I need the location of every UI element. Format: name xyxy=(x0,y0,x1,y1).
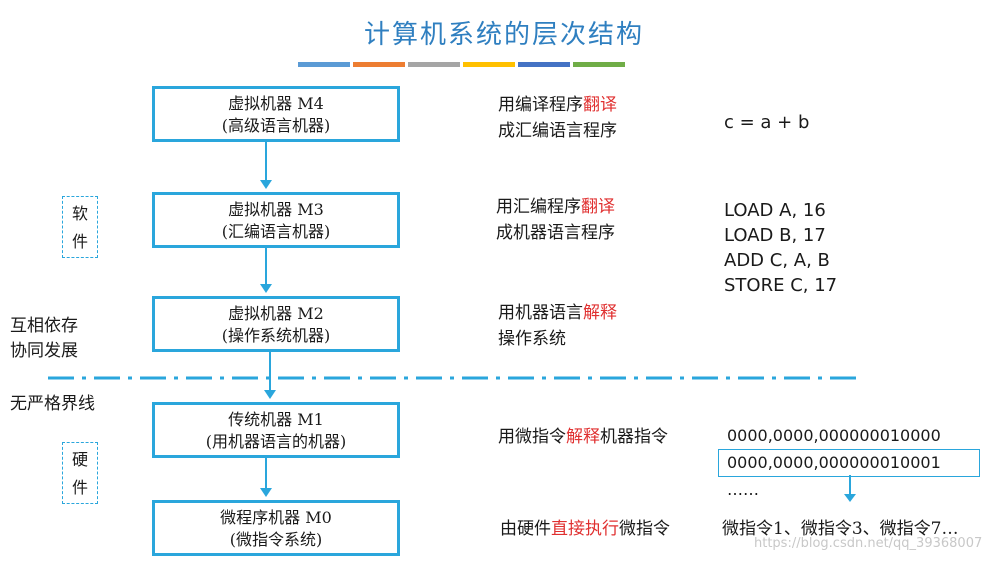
arrow-down-icon xyxy=(264,390,276,399)
color-bar-segment xyxy=(353,62,405,67)
desc-text: 成机器语言程序 xyxy=(496,223,615,243)
connector-arrow-line xyxy=(265,248,267,284)
example-ellipsis: …… xyxy=(727,480,759,499)
level-name: 虚拟机器 M3 xyxy=(228,200,324,219)
arrow-down-icon xyxy=(260,488,272,497)
desc-highlight: 直接执行 xyxy=(551,519,619,539)
desc-text: 由硬件 xyxy=(500,519,551,539)
mutual-label-line: 协同发展 xyxy=(10,341,78,361)
hardware-label-char: 件 xyxy=(71,478,88,497)
example-m0: 微指令1、微指令3、微指令7… xyxy=(722,519,959,539)
desc-highlight: 解释 xyxy=(583,303,617,323)
level-sub: (用机器语言的机器) xyxy=(205,432,347,451)
level-box-m1: 传统机器 M1 (用机器语言的机器) xyxy=(152,402,400,458)
boundary-line xyxy=(48,376,858,380)
example-m3: LOAD A, 16 LOAD B, 17 ADD C, A, B STORE … xyxy=(724,198,837,298)
description-m4: 用编译程序翻译 成汇编语言程序 xyxy=(498,92,617,144)
desc-text: 用编译程序 xyxy=(498,95,583,115)
level-name: 传统机器 M1 xyxy=(228,410,324,429)
example-line: 0000,0000,000000010000 xyxy=(727,426,941,445)
color-bar-segment xyxy=(518,62,570,67)
desc-text: 微指令 xyxy=(619,519,670,539)
example-line: ADD C, A, B xyxy=(724,250,830,271)
example-line: STORE C, 17 xyxy=(724,275,838,296)
example-m1: 0000,0000,000000010000 0000,0000,0000000… xyxy=(718,423,980,503)
software-label-box: 软 件 xyxy=(62,196,98,258)
level-name: 虚拟机器 M4 xyxy=(228,94,324,113)
desc-text: 操作系统 xyxy=(498,329,566,349)
example-line: LOAD B, 17 xyxy=(724,225,826,246)
level-box-m4: 虚拟机器 M4 (高级语言机器) xyxy=(152,86,400,142)
desc-highlight: 翻译 xyxy=(583,95,617,115)
connector-arrow-line xyxy=(265,458,267,488)
desc-text: 用机器语言 xyxy=(498,303,583,323)
example-line: LOAD A, 16 xyxy=(724,200,826,221)
level-box-m3: 虚拟机器 M3 (汇编语言机器) xyxy=(152,192,400,248)
level-box-m0: 微程序机器 M0 (微指令系统) xyxy=(152,500,400,556)
level-sub: (微指令系统) xyxy=(229,530,323,549)
arrow-down-icon xyxy=(844,494,856,502)
description-m0: 由硬件直接执行微指令 xyxy=(500,516,670,542)
desc-text: 机器指令 xyxy=(600,427,668,447)
hardware-label-box: 硬 件 xyxy=(62,442,98,504)
arrow-down-icon xyxy=(260,180,272,189)
level-sub: (操作系统机器) xyxy=(221,326,331,345)
connector-arrow-line xyxy=(265,142,267,180)
highlighted-instruction: 0000,0000,000000010001 xyxy=(718,449,980,477)
desc-highlight: 翻译 xyxy=(581,197,615,217)
desc-text: 用微指令 xyxy=(498,427,566,447)
no-boundary-label: 无严格界线 xyxy=(10,394,95,414)
level-name: 虚拟机器 M2 xyxy=(228,304,324,323)
connector-arrow-line xyxy=(269,352,271,390)
color-bar-segment xyxy=(298,62,350,67)
color-bar-segment xyxy=(408,62,460,67)
color-bar-segment xyxy=(573,62,625,67)
software-label-char: 软 xyxy=(71,204,88,223)
level-name: 微程序机器 M0 xyxy=(220,508,332,527)
watermark: https://blog.csdn.net/qq_39368007 xyxy=(754,536,983,551)
mutual-label-line: 互相依存 xyxy=(10,316,78,336)
desc-text: 用汇编程序 xyxy=(496,197,581,217)
level-sub: (汇编语言机器) xyxy=(221,222,331,241)
level-sub: (高级语言机器) xyxy=(221,116,331,135)
desc-text: 成汇编语言程序 xyxy=(498,121,617,141)
page-title: 计算机系统的层次结构 xyxy=(363,20,644,50)
level-box-m2: 虚拟机器 M2 (操作系统机器) xyxy=(152,296,400,352)
hardware-label-char: 硬 xyxy=(71,450,88,469)
description-m2: 用机器语言解释 操作系统 xyxy=(498,300,617,352)
software-label-char: 件 xyxy=(71,232,88,251)
desc-highlight: 解释 xyxy=(566,427,600,447)
example-m4: c = a + b xyxy=(724,112,810,133)
connector-arrow-line xyxy=(849,475,851,495)
color-bar-segment xyxy=(463,62,515,67)
description-m1: 用微指令解释机器指令 xyxy=(498,424,668,450)
mutual-label: 互相依存 协同发展 xyxy=(10,314,78,364)
description-m3: 用汇编程序翻译 成机器语言程序 xyxy=(496,194,615,246)
arrow-down-icon xyxy=(260,284,272,293)
